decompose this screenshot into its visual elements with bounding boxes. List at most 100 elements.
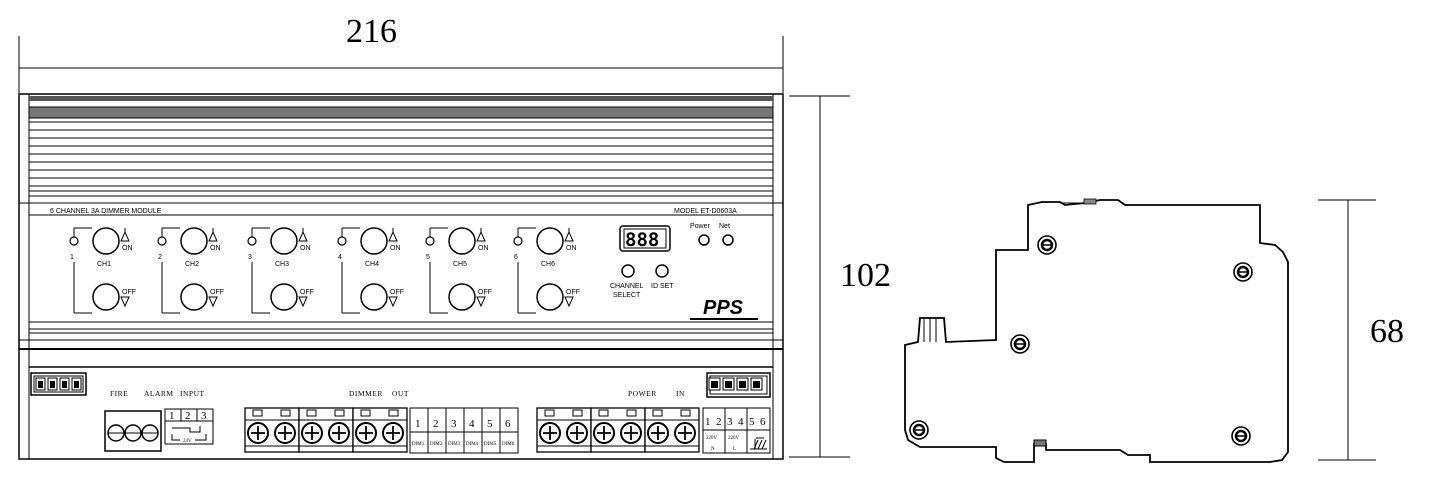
segment-digits: 888 bbox=[625, 229, 659, 251]
dimmer-terminal-number: 6 bbox=[505, 418, 511, 430]
power-terminal-nl: N bbox=[711, 447, 715, 452]
channel-number: 6 bbox=[514, 254, 518, 261]
off-button[interactable] bbox=[448, 283, 476, 311]
on-button[interactable] bbox=[448, 227, 476, 255]
channel-led bbox=[69, 236, 79, 246]
width-value: 216 bbox=[346, 13, 397, 50]
channel-number: 3 bbox=[248, 254, 252, 261]
channel-select-label-2: SELECT bbox=[613, 292, 641, 299]
power-label: POWER bbox=[628, 389, 657, 398]
net-led-label: Net bbox=[719, 223, 730, 230]
channel-label: CH1 bbox=[97, 261, 111, 268]
fire-terminal-2: 2 bbox=[185, 410, 191, 422]
brand-logo: PPS bbox=[703, 297, 744, 319]
channel-number: 5 bbox=[426, 254, 430, 261]
off-button[interactable] bbox=[180, 283, 208, 311]
left-rj-port bbox=[30, 372, 87, 396]
dimmer-terminal-sub: DIM1 bbox=[412, 442, 425, 447]
on-label: ON bbox=[566, 245, 577, 252]
channel-number: 2 bbox=[158, 254, 162, 261]
on-button[interactable] bbox=[360, 227, 388, 255]
down-triangle-icon bbox=[564, 296, 574, 308]
off-button[interactable] bbox=[92, 283, 120, 311]
on-button[interactable] bbox=[180, 227, 208, 255]
screw-terminals bbox=[244, 407, 700, 453]
off-button[interactable] bbox=[360, 283, 388, 311]
id-set-label: ID SET bbox=[651, 283, 674, 290]
down-triangle-icon bbox=[208, 296, 218, 308]
up-triangle-icon bbox=[298, 230, 308, 242]
channel-select-label-1: CHANNEL bbox=[610, 283, 644, 290]
down-triangle-icon bbox=[120, 296, 130, 308]
up-triangle-icon bbox=[476, 230, 486, 242]
off-label: OFF bbox=[566, 289, 580, 296]
power-terminal-number: 4 bbox=[738, 416, 744, 428]
on-label: ON bbox=[300, 245, 311, 252]
power-terminal-number: 2 bbox=[716, 416, 722, 428]
dimmer-terminal-number: 3 bbox=[451, 418, 457, 430]
side-height-value: 68 bbox=[1370, 313, 1404, 350]
on-label: ON bbox=[478, 245, 489, 252]
fire-voltage: 24V bbox=[183, 439, 192, 444]
power-table bbox=[702, 407, 771, 454]
dimmer-label: DIMMER bbox=[349, 389, 383, 398]
on-button[interactable] bbox=[92, 227, 120, 255]
off-button[interactable] bbox=[270, 283, 298, 311]
on-label: ON bbox=[390, 245, 401, 252]
side-screws bbox=[909, 235, 1253, 446]
down-triangle-icon bbox=[476, 296, 486, 308]
fire-terminal-3: 3 bbox=[201, 410, 207, 422]
off-label: OFF bbox=[300, 289, 314, 296]
power-terminal-number: 1 bbox=[705, 416, 711, 428]
channel-label: CH3 bbox=[275, 261, 289, 268]
off-button[interactable] bbox=[536, 283, 564, 311]
ground-icon bbox=[750, 437, 767, 450]
dimmer-terminal-sub: DIM2 bbox=[430, 442, 443, 447]
dimmer-terminal-sub: DIM4 bbox=[466, 442, 479, 447]
dimmer-terminal-number: 1 bbox=[415, 418, 421, 430]
channel-led bbox=[337, 236, 347, 246]
on-button[interactable] bbox=[270, 227, 298, 255]
up-triangle-icon bbox=[388, 230, 398, 242]
in-label: IN bbox=[676, 389, 685, 398]
dimmer-terminal-number: 4 bbox=[469, 418, 475, 430]
input-label: INPUT bbox=[180, 389, 205, 398]
front-height-dimension bbox=[789, 95, 850, 458]
power-terminal-number: 3 bbox=[727, 416, 733, 428]
side-height-dimension bbox=[1318, 199, 1376, 461]
power-led bbox=[698, 234, 710, 246]
channel-label: CH4 bbox=[365, 261, 379, 268]
on-button[interactable] bbox=[536, 227, 564, 255]
fire-label: FIRE bbox=[110, 389, 128, 398]
dimmer-terminal-sub: DIM3 bbox=[448, 442, 461, 447]
id-set-button[interactable] bbox=[655, 264, 669, 278]
up-triangle-icon bbox=[120, 230, 130, 242]
side-view bbox=[904, 198, 1289, 463]
fire-alarm-terminal bbox=[104, 408, 214, 452]
down-triangle-icon bbox=[388, 296, 398, 308]
channel-label: CH6 bbox=[541, 261, 555, 268]
channel-select-button[interactable] bbox=[621, 264, 635, 278]
dimmer-terminal-number: 5 bbox=[487, 418, 493, 430]
up-triangle-icon bbox=[564, 230, 574, 242]
off-label: OFF bbox=[390, 289, 404, 296]
power-terminal-sub: 220V bbox=[728, 436, 740, 441]
on-label: ON bbox=[210, 245, 221, 252]
off-label: OFF bbox=[478, 289, 492, 296]
off-label: OFF bbox=[210, 289, 224, 296]
channel-led bbox=[157, 236, 167, 246]
off-label: OFF bbox=[122, 289, 136, 296]
channel-number: 4 bbox=[338, 254, 342, 261]
channel-label: CH2 bbox=[185, 261, 199, 268]
power-led-label: Power bbox=[690, 223, 711, 230]
on-label: ON bbox=[122, 245, 133, 252]
channel-buttons: 1CH1ONOFF2CH2ONOFF3CH3ONOFF4CH4ONOFF5CH5… bbox=[69, 227, 580, 314]
fire-terminal-1: 1 bbox=[169, 410, 175, 422]
width-dimension bbox=[18, 36, 784, 93]
channel-led bbox=[247, 236, 257, 246]
